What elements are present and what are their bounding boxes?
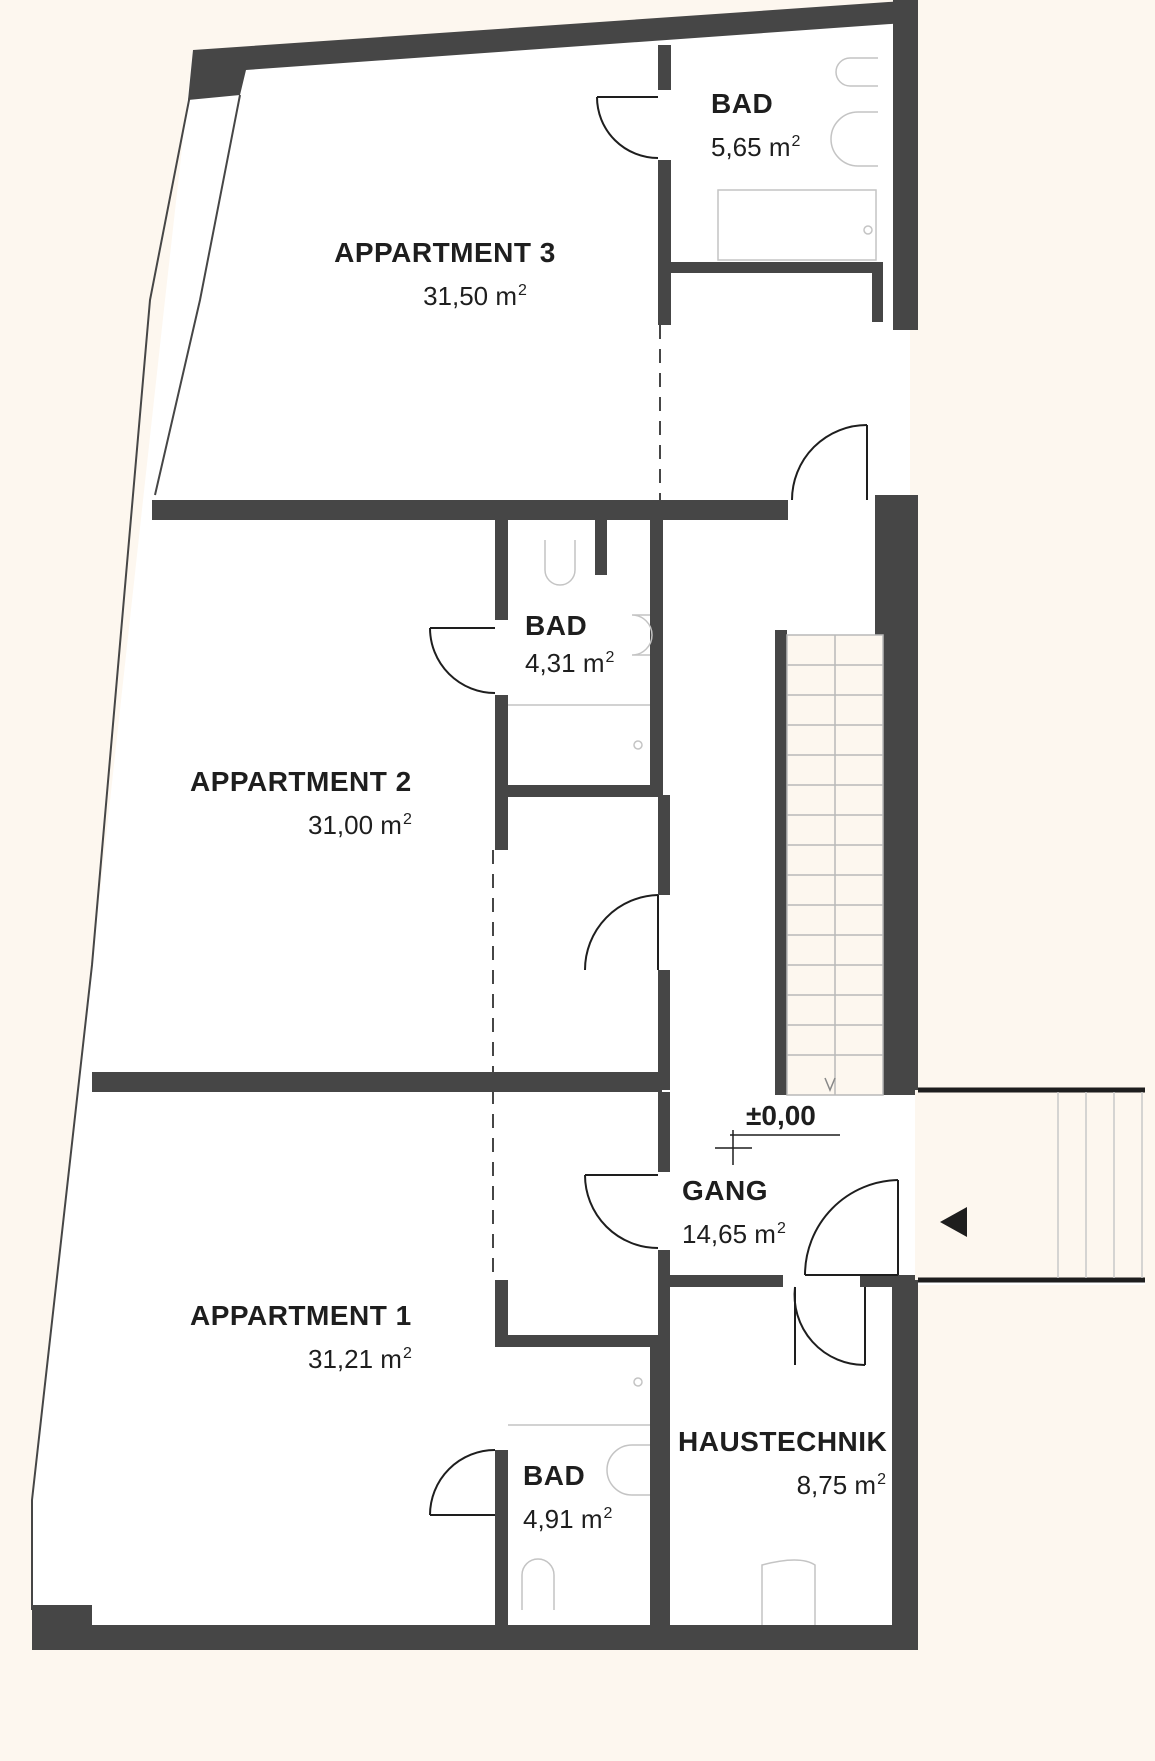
toilet-icon bbox=[521, 1558, 555, 1610]
bathroom-fixtures bbox=[508, 57, 878, 1625]
room-name: APPARTMENT 1 bbox=[190, 1300, 412, 1331]
room-area: 14,65 m2 bbox=[682, 1219, 786, 1249]
room-name: HAUSTECHNIK bbox=[678, 1426, 888, 1457]
room-name: APPARTMENT 2 bbox=[190, 766, 412, 797]
room-area: 4,91 m2 bbox=[523, 1504, 613, 1534]
dashed-partitions bbox=[492, 325, 661, 1280]
toilet-icon bbox=[544, 540, 576, 586]
level-marker-icon bbox=[715, 1130, 840, 1165]
room-area: 8,75 m2 bbox=[796, 1470, 886, 1500]
room-name: GANG bbox=[682, 1175, 768, 1206]
outer-outline bbox=[31, 94, 241, 1610]
bathtub-icon bbox=[717, 189, 877, 261]
boiler-icon bbox=[761, 1559, 816, 1625]
room-area: 31,00 m2 bbox=[308, 810, 412, 840]
entrance-arrow-icon bbox=[940, 1207, 967, 1237]
room-label-appartment-2: APPARTMENT 2 31,00 m2 bbox=[190, 766, 412, 841]
room-area: 31,50 m2 bbox=[423, 281, 527, 311]
sink-icon bbox=[606, 1444, 650, 1496]
room-name: BAD bbox=[525, 610, 588, 641]
room-label-haustechnik: HAUSTECHNIK 8,75 m2 bbox=[678, 1426, 888, 1501]
walls bbox=[32, 0, 918, 1650]
room-area: 5,65 m2 bbox=[711, 132, 801, 162]
room-area: 31,21 m2 bbox=[308, 1344, 412, 1374]
room-label-appartment-1: APPARTMENT 1 31,21 m2 bbox=[190, 1300, 412, 1375]
room-label-bad-1: BAD 4,91 m2 bbox=[523, 1460, 612, 1535]
room-name: BAD bbox=[523, 1460, 586, 1491]
level-marker-label: ±0,00 bbox=[746, 1100, 816, 1131]
entrance-steps bbox=[915, 1087, 1145, 1283]
stair-icon bbox=[786, 634, 884, 1096]
room-name: BAD bbox=[711, 88, 774, 119]
toilet-icon bbox=[835, 57, 878, 87]
room-label-bad-2: BAD 4,31 m2 bbox=[525, 610, 614, 679]
sink-icon bbox=[631, 614, 653, 656]
sink-icon bbox=[830, 111, 878, 167]
door-swing-icon bbox=[429, 96, 899, 1516]
room-label-gang: GANG 14,65 m2 bbox=[682, 1175, 786, 1250]
interior-walls bbox=[92, 45, 905, 1630]
room-name: APPARTMENT 3 bbox=[334, 237, 556, 268]
room-label-appartment-3: APPARTMENT 3 31,50 m2 bbox=[330, 237, 560, 312]
room-area: 4,31 m2 bbox=[525, 648, 615, 678]
room-label-bad-3: BAD 5,65 m2 bbox=[711, 88, 800, 163]
